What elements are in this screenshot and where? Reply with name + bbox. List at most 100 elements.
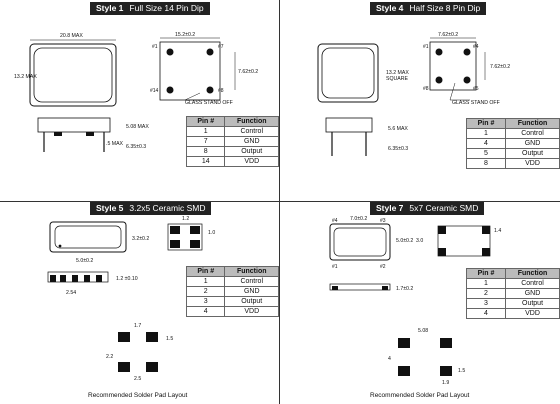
pin-function: Control: [505, 128, 560, 139]
style7-tag: Style 7: [376, 203, 404, 213]
style1-dim-pitch: 15.2±0.2: [175, 32, 195, 38]
pin-header: Pin #: [465, 268, 507, 279]
pin-number: 3: [185, 296, 226, 307]
style1-pin-label: #7: [218, 44, 224, 50]
style4-dim-lead: 6.35±0.3: [388, 146, 408, 152]
style1-dim-width: 20.8 MAX: [60, 33, 83, 39]
pin-function: Output: [224, 296, 279, 307]
style1-header: Style 1 Full Size 14 Pin Dip: [90, 2, 210, 15]
style4-pin-dot: [435, 48, 443, 56]
pin-number: 4: [465, 308, 507, 319]
style5-dim-s4: 2.5: [134, 376, 141, 382]
pin-header: Pin #: [465, 118, 507, 129]
style1-dim-height: 13.2 MAX: [14, 74, 37, 80]
style5-drawing: 3.2±0.2 5.0±0.2 1.2 1.0 1.2 ±0.10 2.54: [47, 216, 215, 382]
style7-pin-label: #3: [380, 218, 386, 224]
style4-tag: Style 4: [376, 3, 404, 13]
pin-function: Control: [224, 126, 279, 137]
style7-title: 5x7 Ceramic SMD: [409, 203, 479, 213]
style4-package-inner: [321, 47, 375, 99]
pin-number: 2: [185, 286, 226, 297]
style5-dim-pitch: 2.54: [66, 290, 76, 296]
style4-pin-label: #5: [473, 86, 479, 92]
style1-pin-dot: [206, 48, 214, 56]
style7-panel: Style 7 5x7 Ceramic SMD 7.0±0.2 5.0±0.2 3…: [280, 202, 560, 404]
function-header: Function: [224, 116, 279, 127]
style1-dim-standoff: .5 MAX: [106, 141, 124, 147]
style7-dim-h2: 3.0: [416, 238, 423, 244]
style4-pin-dot: [435, 76, 443, 84]
style5-dim-w: 5.0±0.2: [76, 258, 93, 264]
style4-dim-square-label: SQUARE: [386, 76, 408, 82]
style1-pin-dot: [166, 86, 174, 94]
pin-function: Control: [224, 276, 279, 287]
style4-dim-pitch: 7.62±0.2: [438, 32, 458, 38]
style5-dim-s3: 2.2: [106, 354, 113, 360]
style1-pin-label: #8: [218, 88, 224, 94]
style1-pin-label: #14: [150, 88, 159, 94]
pin-number: 4: [465, 138, 507, 149]
style7-pin-label: #4: [332, 218, 338, 224]
pin-function: Output: [505, 298, 560, 309]
style1-pin-dot: [206, 86, 214, 94]
style7-dim-s3: 1.5: [458, 368, 465, 374]
style4-pin-dot: [463, 48, 471, 56]
pin-number: 1: [465, 278, 507, 289]
style4-title: Half Size 8 Pin Dip: [409, 3, 481, 13]
pin-function: Output: [224, 146, 279, 157]
style4-dim-square: 13.2 MAX: [386, 70, 409, 76]
style7-dim-h: 5.0±0.2: [396, 238, 413, 244]
pin-function: VDD: [224, 156, 279, 167]
pin-number: 1: [465, 128, 507, 139]
style7-bottom-outline: [437, 225, 491, 257]
style7-dim-w: 7.0±0.2: [350, 216, 367, 222]
style1-dim-row: 7.62±0.2: [238, 69, 258, 75]
style4-note: GLASS STAND OFF: [452, 100, 500, 106]
style4-pin-label: #1: [423, 44, 429, 50]
pin-number: 7: [185, 136, 226, 147]
style7-drawing: 7.0±0.2 5.0±0.2 3.0 #4 #3 #1 #2 1.4 1.7±…: [329, 216, 501, 386]
style1-dim-lead: 6.35±0.3: [126, 144, 146, 150]
style5-package-outline: [49, 221, 127, 253]
pin-number: 1: [185, 276, 226, 287]
function-header: Function: [224, 266, 279, 277]
style1-note: GLASS STAND OFF: [185, 100, 233, 106]
style5-title: 3.2x5 Ceramic SMD: [129, 203, 206, 213]
style7-dim-s4: 1.9: [442, 380, 449, 386]
style7-dim-s1: 5.08: [418, 328, 428, 334]
style5-dim-p1: 1.2: [182, 216, 189, 222]
style1-package-outline: [29, 43, 117, 107]
style7-header: Style 7 5x7 Ceramic SMD: [370, 202, 485, 215]
style7-pin-label: #1: [332, 264, 338, 270]
style1-pin-dot: [166, 48, 174, 56]
style5-tag: Style 5: [96, 203, 124, 213]
style5-dim-h: 3.2±0.2: [132, 236, 149, 242]
style4-drawing: 13.2 MAX SQUARE 7.62±0.2 #1 #4 #8 #5 7.6…: [317, 32, 510, 156]
pin-number: 3: [465, 298, 507, 309]
style4-pin-dot: [463, 76, 471, 84]
pin-function: Output: [505, 148, 560, 159]
pin-function: Control: [505, 278, 560, 289]
style1-panel: Style 1 Full Size 14 Pin Dip 20.8 MAX 13.…: [0, 0, 280, 202]
style1-tag: Style 1: [96, 3, 124, 13]
style1-dim-seat: 5.08 MAX: [126, 124, 149, 130]
style5-header: Style 5 3.2x5 Ceramic SMD: [90, 202, 212, 215]
style5-dim-t: 1.2 ±0.10: [116, 276, 138, 282]
pin-number: 8: [185, 146, 226, 157]
pin-number: 14: [185, 156, 226, 167]
style4-dim-seat: 5.6 MAX: [388, 126, 408, 132]
style1-package-inner: [33, 47, 113, 103]
pin-function: GND: [505, 288, 560, 299]
style1-title: Full Size 14 Pin Dip: [129, 3, 204, 13]
function-header: Function: [505, 268, 560, 279]
style4-pin-label: #4: [473, 44, 479, 50]
pin-header: Pin #: [185, 116, 226, 127]
pin-function: GND: [224, 136, 279, 147]
pin-number: 1: [185, 126, 226, 137]
style5-caption: Recommended Solder Pad Layout: [88, 392, 188, 399]
style5-dim-p2: 1.0: [208, 230, 215, 236]
style7-side-body: [329, 283, 391, 291]
